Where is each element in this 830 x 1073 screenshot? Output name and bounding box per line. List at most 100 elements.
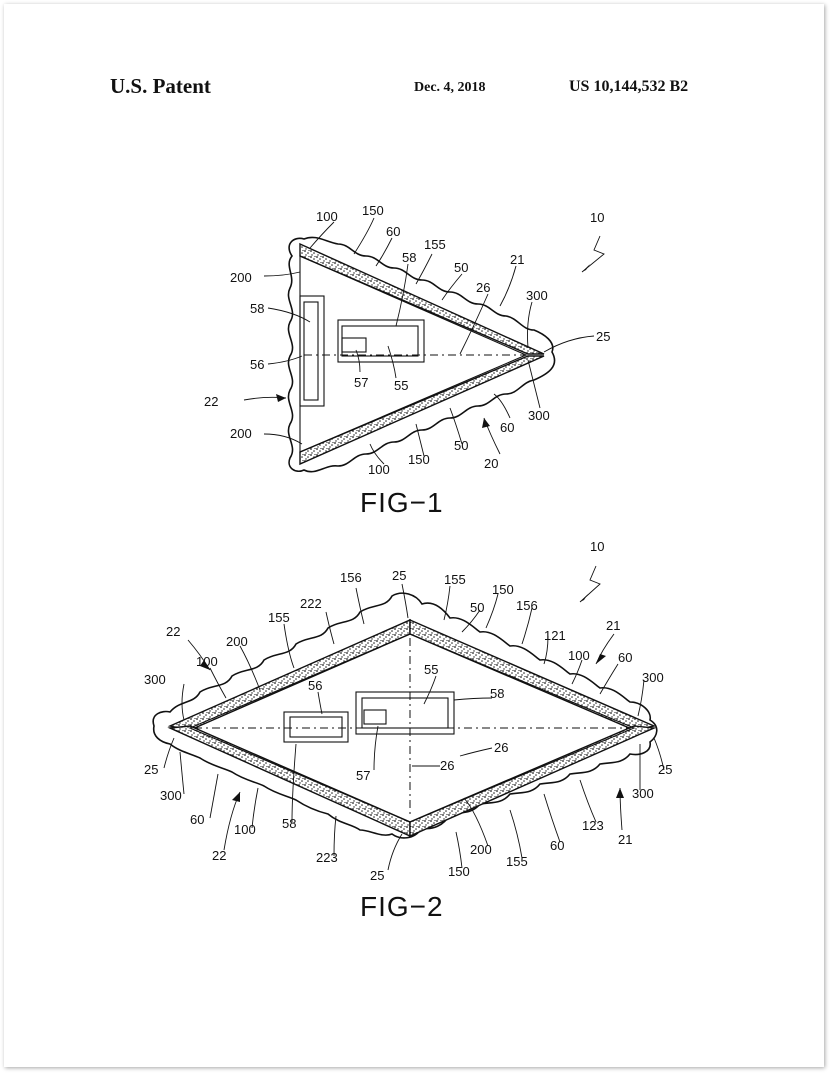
fig2-leader-lines [163, 583, 665, 871]
patent-header-date: Dec. 4, 2018 [414, 80, 486, 95]
fig2-ref-25-bottom: 25 [370, 868, 384, 883]
fig1-ref-56: 56 [250, 357, 264, 372]
fig2-ref-58-bottom: 58 [282, 816, 296, 831]
fig2-ref-300-bottom-left: 300 [160, 788, 182, 803]
patent-page: U.S. Patent Dec. 4, 2018 US 10,144,532 B… [4, 4, 824, 1067]
fig2-wavy-outline [152, 592, 658, 839]
fig1-ref-200-bottom: 200 [230, 426, 252, 441]
fig2-ref-100-bottom: 100 [234, 822, 256, 837]
fig1-component-57 [341, 337, 367, 353]
patent-header-number: US 10,144,532 B2 [569, 78, 689, 95]
fig1-ref-58-top: 58 [402, 250, 416, 265]
fig2-ref-155-bottom: 155 [506, 854, 528, 869]
fig1-lower-band [299, 355, 545, 466]
fig2-ref-22-bottom: 22 [212, 848, 226, 863]
fig2-ref-155-left: 155 [268, 610, 290, 625]
fig2-arrowhead-21-top [596, 654, 606, 664]
fig1-drawing: 100 150 60 155 58 50 21 10 200 26 300 58… [204, 203, 610, 518]
fig2-ref-50: 50 [470, 600, 484, 615]
fig2-ref-57: 57 [356, 768, 370, 783]
fig2-ref-100-top-left: 100 [196, 654, 218, 669]
fig2-ref-26-right: 26 [494, 740, 508, 755]
fig1-ref-20: 20 [484, 456, 498, 471]
fig2-ref-60-bottom-right: 60 [550, 838, 564, 853]
fig2-band-lower-right [409, 725, 657, 838]
fig2-ref-25-top: 25 [392, 568, 406, 583]
patent-drawing: 100 150 60 155 58 50 21 10 200 26 300 58… [144, 203, 672, 922]
fig1-ref-50-bottom: 50 [454, 438, 468, 453]
fig1-ref-150: 150 [362, 203, 384, 218]
fig2-ref-21-bottom: 21 [618, 832, 632, 847]
fig2-arrowhead-21-bottom [616, 788, 624, 798]
fig2-ref-200-bottom: 200 [470, 842, 492, 857]
fig1-ref-25: 25 [596, 329, 610, 344]
fig1-arrowhead-22 [276, 394, 286, 402]
fig2-band-upper-right [409, 618, 657, 731]
fig1-ref-22: 22 [204, 394, 218, 409]
fig1-arrowhead-20 [482, 418, 490, 428]
fig2-component-56-inner [289, 716, 343, 738]
fig2-ref-156-top: 156 [340, 570, 362, 585]
fig2-component-56-outer [283, 711, 349, 743]
fig2-ref-223: 223 [316, 850, 338, 865]
fig1-ref-300-top: 300 [526, 288, 548, 303]
fig1-component-56-inner [303, 301, 319, 401]
fig2-ref-26-center: 26 [440, 758, 454, 773]
fig2-ref-300-bottom-right: 300 [632, 786, 654, 801]
fig2-ref-300-top-right: 300 [642, 670, 664, 685]
fig1-ref-155: 155 [424, 237, 446, 252]
fig1-ref-50-top: 50 [454, 260, 468, 275]
fig2-ref-150-top: 150 [492, 582, 514, 597]
fig2-ref-21-top: 21 [606, 618, 620, 633]
patent-header-title: U.S. Patent [110, 74, 211, 98]
fig1-ref-300-bottom: 300 [528, 408, 550, 423]
fig2-ref-300-top-left: 300 [144, 672, 166, 687]
fig2-ref-200-top: 200 [226, 634, 248, 649]
fig1-ref-150-bottom: 150 [408, 452, 430, 467]
fig2-ref-156-right: 156 [516, 598, 538, 613]
fig2-ref-56: 56 [308, 678, 322, 693]
fig1-leader-lines [263, 217, 595, 465]
fig1-ref-21: 21 [510, 252, 524, 267]
fig1-ref-58-left: 58 [250, 301, 264, 316]
fig2-arrowhead-22-bottom [232, 792, 240, 802]
fig2-ref-121: 121 [544, 628, 566, 643]
fig1-ref-100: 100 [316, 209, 338, 224]
fig1-ref-55: 55 [394, 378, 408, 393]
fig2-ref-100-top-right: 100 [568, 648, 590, 663]
fig2-ref-222: 222 [300, 596, 322, 611]
fig1-ref-60: 60 [386, 224, 400, 239]
fig1-arrow-10 [581, 235, 605, 273]
fig2-arrowhead-22-top [200, 660, 210, 670]
fig2-ref-22-top: 22 [166, 624, 180, 639]
fig1-upper-band [299, 242, 545, 355]
fig2-ref-155-top: 155 [444, 572, 466, 587]
fig2-ref-10: 10 [590, 539, 604, 554]
fig2-ref-123: 123 [582, 818, 604, 833]
fig2-band-upper-left [167, 618, 411, 731]
fig1-ref-100-bottom: 100 [368, 462, 390, 477]
fig1-component-55-outer [337, 319, 425, 363]
fig2-ref-25-left: 25 [144, 762, 158, 777]
fig2-component-55-outer [355, 691, 455, 735]
fig2-component-55-inner [361, 697, 449, 729]
fig1-component-56-outer [299, 295, 325, 407]
fig1-caption: FIG−1 [360, 487, 444, 518]
fig2-ref-25-right: 25 [658, 762, 672, 777]
fig2-component-57 [363, 709, 387, 725]
fig1-inner-triangle [299, 255, 528, 453]
fig2-ref-55: 55 [424, 662, 438, 677]
fig1-ref-10: 10 [590, 210, 604, 225]
fig2-drawing: 10 156 25 155 150 22 222 155 50 156 21 2… [144, 539, 672, 922]
fig2-caption: FIG−2 [360, 891, 444, 922]
fig1-wavy-outline [287, 236, 556, 473]
fig1-arrowhead-10 [582, 264, 590, 272]
fig1-ref-200-top: 200 [230, 270, 252, 285]
fig1-ref-26: 26 [476, 280, 490, 295]
fig2-ref-60-bottom-left: 60 [190, 812, 204, 827]
fig2-arrowhead-10 [580, 594, 588, 602]
fig2-arrow-10 [579, 565, 601, 603]
fig2-ref-150-bottom: 150 [448, 864, 470, 879]
fig1-ref-57: 57 [354, 375, 368, 390]
fig1-ref-60-bottom: 60 [500, 420, 514, 435]
